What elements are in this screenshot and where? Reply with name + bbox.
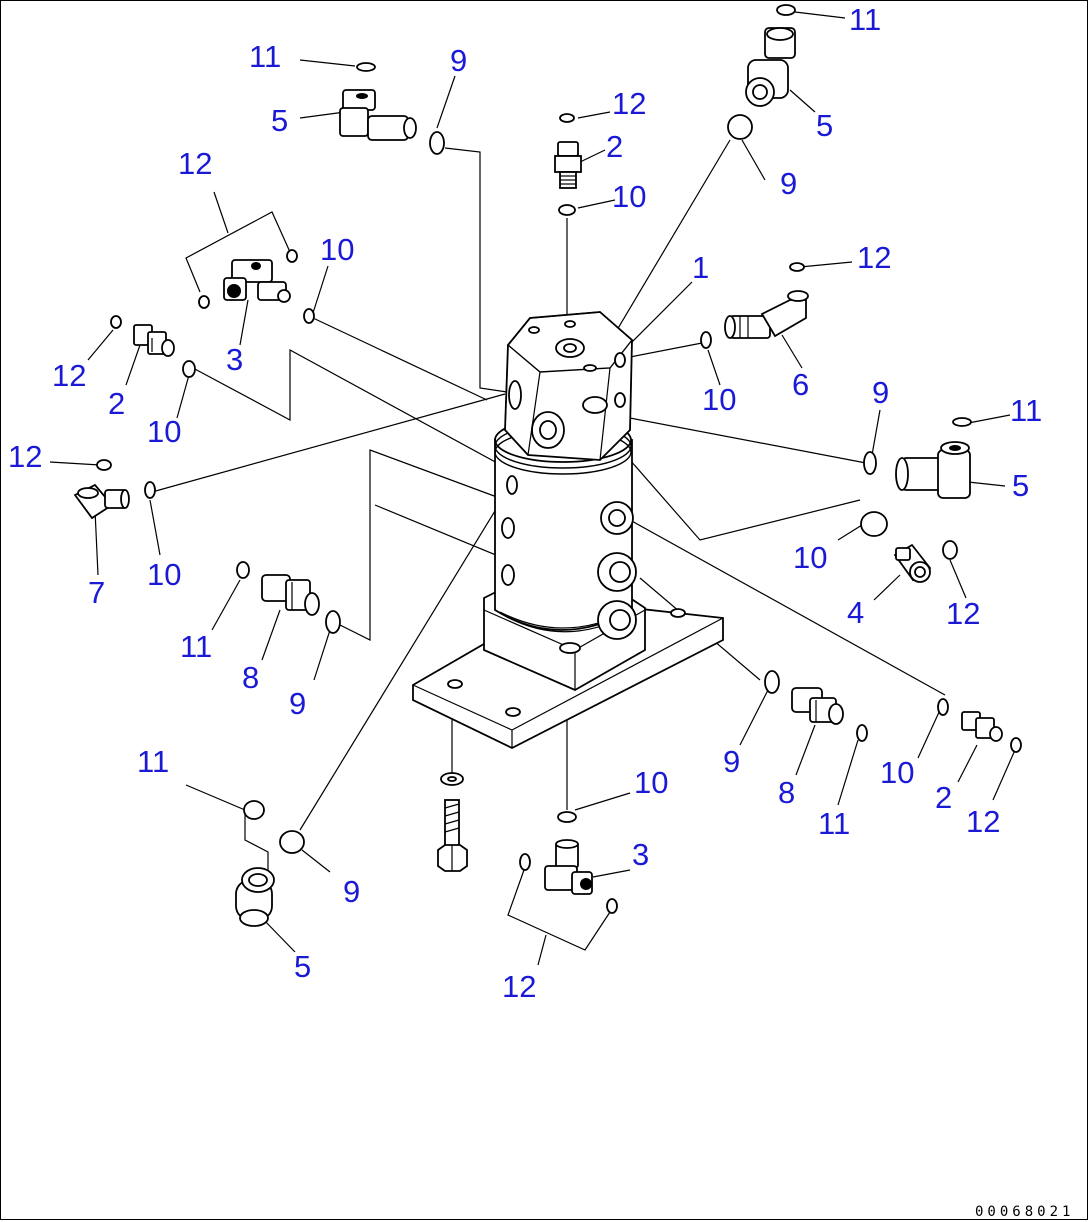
callout-label: 10 — [612, 179, 646, 214]
o-ring-seal — [557, 811, 577, 823]
o-ring-seal — [727, 114, 753, 140]
elbow-fitting-icon — [339, 89, 417, 141]
o-ring-seal — [860, 511, 888, 537]
o-ring-seal — [325, 610, 341, 634]
callout-label: 10 — [880, 755, 914, 790]
elbow-fitting-icon — [724, 290, 809, 339]
connector-fitting-icon — [791, 687, 844, 725]
callout-label: 5 — [816, 108, 833, 143]
callout-label: 12 — [178, 146, 212, 181]
callout-label: 10 — [634, 765, 668, 800]
callout-label: 3 — [632, 837, 649, 872]
o-ring-seal — [937, 698, 949, 716]
callout-label: 6 — [792, 367, 809, 402]
seals — [96, 4, 1022, 914]
callout-label: 2 — [935, 780, 952, 815]
o-ring-seal — [776, 4, 796, 16]
callout-label: 1 — [692, 250, 709, 285]
o-ring-seal — [243, 800, 265, 820]
o-ring-seal — [606, 898, 618, 914]
callout-label: 8 — [242, 660, 259, 695]
connector-fitting-icon — [261, 574, 320, 616]
o-ring-seal — [198, 295, 210, 309]
callout-label: 8 — [778, 775, 795, 810]
o-ring-seal — [110, 315, 122, 329]
o-ring-seal — [789, 262, 805, 272]
callout-label: 11 — [180, 629, 212, 664]
callout-label: 9 — [343, 874, 360, 909]
callout-label: 9 — [450, 43, 467, 78]
o-ring-seal — [96, 459, 112, 471]
o-ring-seal — [182, 360, 196, 378]
callout-label: 11 — [137, 744, 169, 779]
o-ring-seal — [764, 670, 780, 694]
callout-label: 9 — [872, 375, 889, 410]
callout-label: 5 — [1012, 468, 1029, 503]
o-ring-seal — [279, 830, 305, 854]
nipple-fitting-icon — [133, 324, 175, 357]
elbow-fitting-icon — [745, 27, 796, 107]
elbow-fitting-icon — [235, 867, 275, 927]
callout-label: 11 — [818, 806, 850, 841]
fittings — [73, 27, 1003, 927]
swivel-joint-body — [412, 311, 724, 872]
nipple-fitting-icon — [554, 141, 582, 189]
callout-label: 12 — [8, 439, 42, 474]
callout-labels: 11 5 9 12 2 10 11 5 9 12 3 10 1 12 10 6 … — [8, 2, 1042, 1004]
callout-label: 11 — [849, 2, 881, 37]
adapter-fitting-icon — [893, 543, 932, 583]
callout-label: 12 — [966, 804, 1000, 839]
tee-fitting-icon — [544, 839, 593, 895]
o-ring-seal — [144, 481, 156, 499]
callout-label: 12 — [857, 240, 891, 275]
callout-label: 9 — [289, 686, 306, 721]
callout-label: 9 — [780, 166, 797, 201]
callout-label: 5 — [294, 949, 311, 984]
o-ring-seal — [952, 417, 972, 427]
o-ring-seal — [942, 540, 958, 560]
o-ring-seal — [700, 331, 712, 349]
callout-label: 10 — [793, 540, 827, 575]
callout-label: 12 — [612, 86, 646, 121]
o-ring-seal — [559, 113, 575, 123]
callout-label: 3 — [226, 342, 243, 377]
angle-fitting-icon — [73, 483, 130, 520]
callout-label: 2 — [606, 129, 623, 164]
o-ring-seal — [856, 724, 868, 742]
o-ring-seal — [303, 308, 315, 324]
callout-label: 10 — [147, 414, 181, 449]
o-ring-seal — [1010, 737, 1022, 753]
callout-label: 10 — [320, 232, 354, 267]
callout-label: 10 — [147, 557, 181, 592]
o-ring-seal — [519, 853, 531, 871]
o-ring-seal — [863, 451, 877, 475]
callout-label: 11 — [249, 39, 281, 74]
o-ring-seal — [356, 62, 376, 72]
nipple-fitting-icon — [961, 711, 1003, 742]
o-ring-seal — [236, 561, 250, 579]
callout-label: 11 — [1010, 393, 1042, 428]
elbow-fitting-icon — [895, 441, 971, 499]
callout-label: 10 — [702, 382, 736, 417]
callout-label: 2 — [108, 386, 125, 421]
callout-label: 4 — [847, 595, 864, 630]
o-ring-seal — [286, 249, 298, 263]
callout-label: 12 — [502, 969, 536, 1004]
callout-label: 12 — [52, 358, 86, 393]
callout-label: 9 — [723, 744, 740, 779]
o-ring-seal — [558, 204, 576, 216]
callout-label: 12 — [946, 596, 980, 631]
callout-label: 7 — [88, 575, 105, 610]
o-ring-seal — [429, 131, 445, 155]
callout-label: 5 — [271, 103, 288, 138]
tee-fitting-icon — [223, 259, 291, 303]
drawing-id: 00068021 — [975, 1204, 1074, 1220]
